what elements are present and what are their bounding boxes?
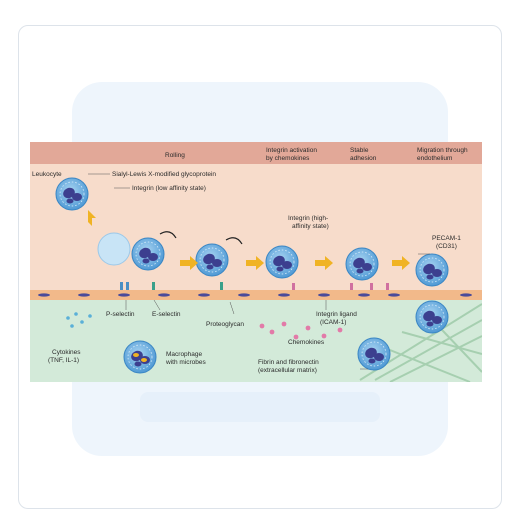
stage-header-band [30,142,482,164]
label-fibrin-2: (extracellular matrix) [258,367,317,374]
leukocyte-cell-1 [55,177,89,211]
chemokine-dots [259,321,343,340]
stage-integrin-activation-1: Integrin activation [266,147,317,154]
leukocyte-cell-5 [345,247,379,281]
adhesion-molecules [120,282,389,290]
leukocyte-cell-tissue [357,337,391,371]
stage-rolling: Rolling [165,152,185,159]
label-pecam-1: PECAM-1 [432,235,461,242]
label-cytokines-1: Cytokines [52,349,81,356]
stage-stable-1: Stable [350,147,369,154]
label-p-selectin: P-selectin [106,311,135,318]
leukocyte-extravasation-diagram: Rolling Integrin activation by chemokine… [30,142,482,382]
vessel-lumen [30,164,482,292]
endothelium-layer [30,290,482,300]
tissue-region [30,300,482,382]
leukocyte-cell-3 [195,243,229,277]
leukocyte-cell-2 [131,237,165,271]
leukocyte-cell-transmigrating [415,300,449,334]
label-integrin-high-2: affinity state) [292,223,329,230]
label-integrin-low: Integrin (low affinity state) [132,185,206,192]
leader-lines [88,173,430,370]
leukocyte-cell-migrating [415,253,449,287]
background-bar [140,392,380,422]
label-e-selectin: E-selectin [152,311,181,318]
label-pecam-2: (CD31) [436,243,457,250]
label-macrophage-2: with microbes [165,359,206,366]
endothelial-nuclei [38,293,472,297]
stage-migration-2: endothelium [417,155,452,162]
leukocyte-cell-4 [265,245,299,279]
label-chemokines: Chemokines [288,339,325,346]
macrophage-cell [123,340,157,374]
label-proteoglycan: Proteoglycan [206,321,244,328]
label-integrin-high-1: Integrin (high- [288,215,328,222]
cytokine-dots [66,312,92,328]
stage-migration-1: Migration through [417,147,468,154]
label-integrin-ligand-1: Integrin ligand [316,311,357,318]
stage-integrin-activation-2: by chemokines [266,155,310,162]
label-macrophage-1: Macrophage [166,351,203,358]
microbes [133,353,147,362]
label-fibrin-1: Fibrin and fibronectin [258,359,319,366]
stage-stable-2: adhesion [350,155,377,162]
rolling-curved-arrows [159,231,243,245]
flow-arrows [88,210,410,270]
label-leukocyte: Leukocyte [32,171,62,178]
leukocyte-cell-faded [97,232,131,266]
label-cytokines-2: (TNF, IL-1) [48,357,79,364]
label-sialyl-lewis: Sialyl-Lewis X-modified glycoprotein [112,171,216,178]
label-integrin-ligand-2: (ICAM-1) [320,319,346,326]
